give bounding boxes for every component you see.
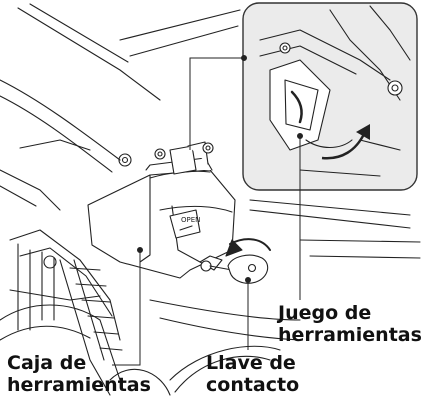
tool-kit-label-line2: herramientas xyxy=(278,324,422,346)
ignition-key xyxy=(199,254,269,284)
inset-pull-arrow xyxy=(321,124,370,160)
toolbox-label-line1: Caja de xyxy=(7,352,87,374)
turn-key-arrow xyxy=(225,238,271,257)
leader-lines xyxy=(112,55,303,366)
toolbox-hinges xyxy=(154,141,214,175)
toolbox-label-line2: herramientas xyxy=(7,374,151,396)
leader-toolbox xyxy=(112,250,141,366)
toolkit-inset xyxy=(242,2,418,191)
ignition-key-label-line1: Llave de xyxy=(206,352,296,374)
ignition-key-label-line2: contacto xyxy=(206,374,300,396)
ignition-key-label: Llave de contacto xyxy=(206,352,299,396)
toolbox-label: Caja de herramientas xyxy=(7,352,151,396)
tool-kit-label: Juego de herramientas xyxy=(278,302,422,346)
rear-suspension xyxy=(0,153,171,396)
leader-toolbox-bracket xyxy=(189,57,244,150)
tool-kit-label-line1: Juego de xyxy=(278,302,372,324)
latch-open-text: OPEN xyxy=(181,216,200,224)
frame-lines xyxy=(0,3,421,393)
